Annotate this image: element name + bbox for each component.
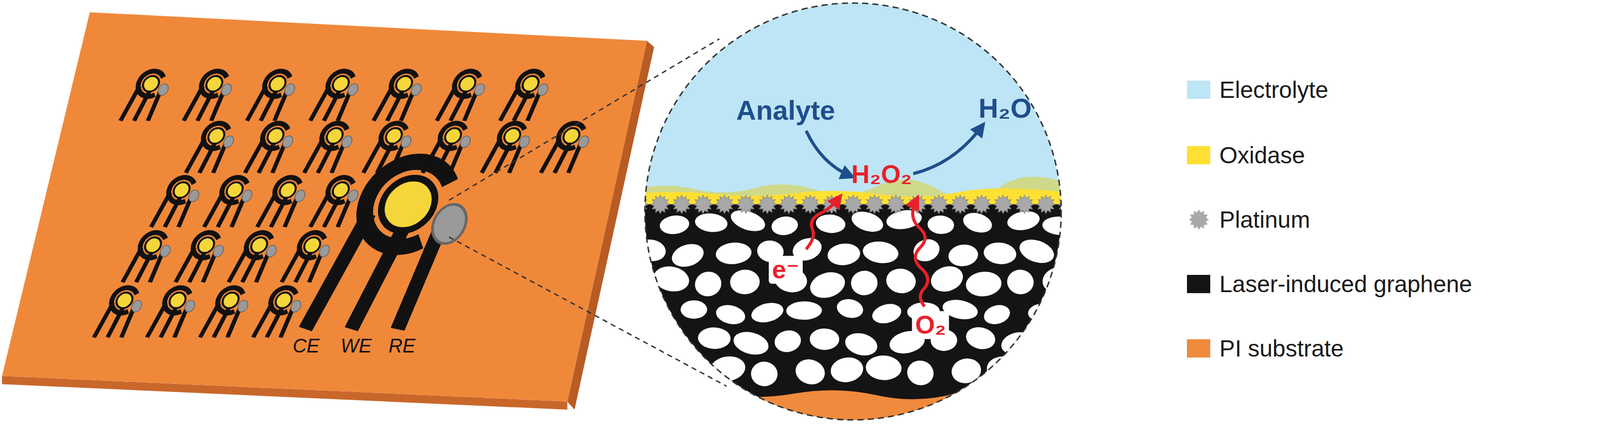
sensor-electrode (95, 287, 146, 336)
sensor-electrode (205, 177, 256, 226)
sensor-electrode (121, 70, 173, 119)
sensor-electrode (187, 123, 238, 171)
species-label: O₂ (912, 310, 950, 339)
sensor-electrode (152, 177, 203, 226)
electrode-label: CE (292, 335, 320, 357)
zoom-line (449, 236, 727, 386)
sensor-electrode (542, 123, 593, 171)
sensor-electrode (176, 232, 228, 281)
zoom-outline (644, 3, 1061, 420)
sensor-electrode (246, 123, 297, 171)
species-label: H₂O₂ (851, 160, 912, 189)
species-label: H₂O (978, 93, 1032, 124)
legend-swatch (1188, 209, 1210, 230)
sensor-electrode (123, 232, 175, 281)
electrode-label: WE (340, 335, 372, 357)
sensor-electrode (184, 70, 236, 119)
zoom-cross-section (612, 0, 1098, 425)
legend-text: Oxidase (1219, 142, 1306, 169)
electron-arrow (806, 198, 839, 250)
species-label: Analyte (736, 95, 836, 126)
sensor-electrode (258, 177, 310, 226)
sensor-electrode (374, 70, 426, 119)
sensor-array (95, 70, 593, 336)
sensor-electrode (229, 232, 281, 281)
sensor-electrode (482, 123, 534, 171)
sensor-electrode (305, 123, 356, 171)
sensor-electrode (201, 287, 252, 336)
legend-swatch (1186, 339, 1211, 358)
legend-text: Laser-induced graphene (1219, 271, 1473, 297)
legend-swatch (1186, 274, 1211, 293)
sensor-electrode (248, 70, 300, 119)
electrode-label: RE (388, 335, 416, 357)
legend-swatch (1186, 80, 1211, 99)
legend-swatch (1186, 145, 1211, 165)
sensor-electrode (147, 287, 199, 336)
reaction-arrow (913, 126, 982, 174)
sensor-electrode (311, 177, 362, 226)
reaction-arrow (806, 130, 851, 176)
oxygen-arrow (912, 200, 928, 307)
legend-text: Platinum (1219, 206, 1311, 233)
legend-text: Electrolyte (1219, 77, 1329, 103)
sensor-electrode (282, 232, 334, 281)
legend-text: PI substrate (1219, 335, 1344, 362)
sensor-electrode (254, 287, 306, 336)
sensor-electrode (437, 70, 489, 119)
pi-substrate (2, 12, 647, 401)
species-label: e⁻ (768, 255, 803, 284)
sensor-electrode (311, 70, 362, 119)
sensor-electrode (501, 70, 552, 119)
sensor-electrode-enlarged (309, 161, 480, 322)
